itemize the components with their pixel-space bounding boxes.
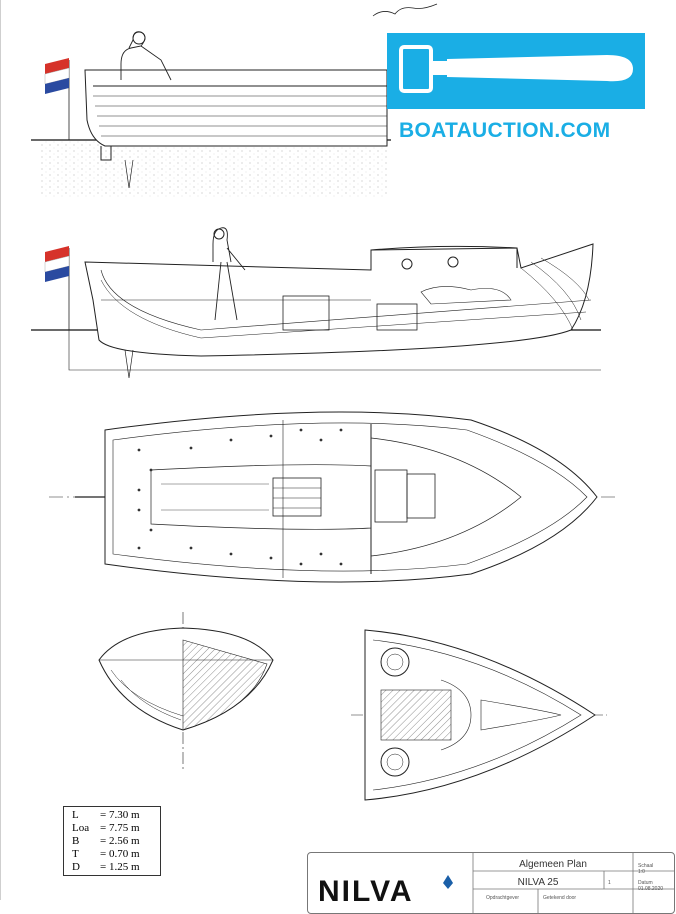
spec-row: B= 2.56 m (72, 835, 140, 847)
logo-banner (387, 33, 645, 109)
spec-row: D= 1.25 m (72, 861, 140, 873)
logo-text: BOATAUCTION.COM (399, 119, 611, 142)
ground-texture (39, 140, 389, 198)
side-section (31, 227, 601, 379)
side-elevation-top (31, 3, 438, 198)
seagull-icon (372, 3, 438, 17)
title-block-brand: NILVA (318, 875, 414, 908)
gavel-icon (399, 45, 633, 93)
title-block: NILVA Algemeen Plan NILVA 25 Opdrachtgev… (307, 852, 675, 914)
person-figure-2 (212, 227, 246, 321)
ship-logo-icon (438, 875, 458, 889)
cell-date-label: Datum (638, 880, 653, 886)
model-name: NILVA 25 (517, 877, 559, 888)
plan-view (49, 411, 619, 583)
specs-table: L= 7.30 m Loa= 7.75 m B= 2.56 m T= 0.70 … (63, 806, 161, 876)
cell-sheet-no: 1 (608, 880, 611, 886)
cell-scale-value: 1:0 (638, 869, 645, 875)
spec-row: L= 7.30 m (72, 809, 140, 821)
boatauction-logo[interactable]: BOATAUCTION.COM (387, 33, 645, 143)
spec-row: Loa= 7.75 m (72, 822, 140, 834)
cell-date-value: 01.08.2020 (638, 886, 664, 892)
cell-client: Opdrachtgever (486, 895, 520, 901)
deck-plan (351, 629, 607, 801)
cell-drawn: Getekend door (543, 895, 577, 901)
body-section (98, 612, 274, 770)
cell-scale-label: Schaal (638, 863, 654, 869)
drawing-title: Algemeen Plan (519, 859, 587, 870)
spec-row: T= 0.70 m (72, 848, 140, 860)
engine-box (282, 295, 330, 331)
